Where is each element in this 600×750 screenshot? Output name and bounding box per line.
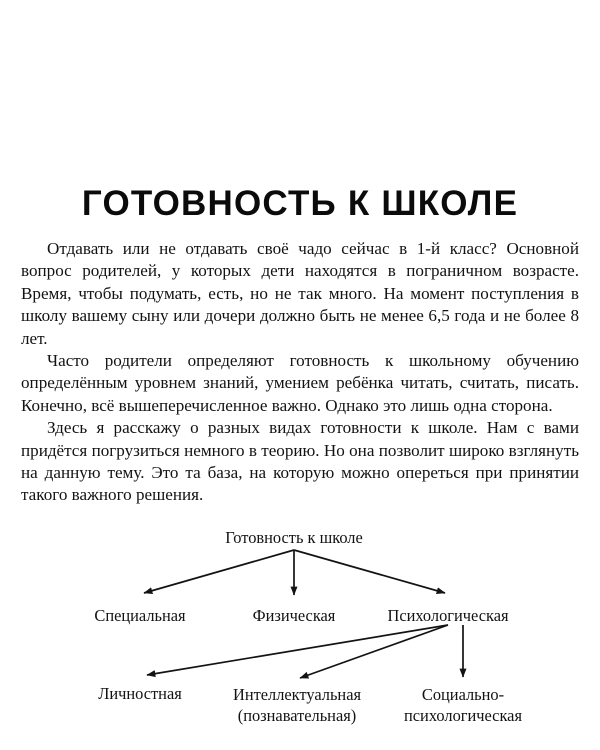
edge-psych-to-intellectual xyxy=(299,624,449,679)
paragraph-1: Отдавать или не отдавать своё чадо сейча… xyxy=(21,239,579,348)
diagram-node-social-psychological: Социально- психологическая xyxy=(404,684,522,726)
diagram-node-psychological: Психологическая xyxy=(387,606,509,625)
paragraph-3: Здесь я расскажу о разных видах готовнос… xyxy=(21,418,579,505)
page-title: ГОТОВНОСТЬ К ШКОЛЕ xyxy=(81,184,519,224)
diagram-node-intellectual-line2: (познавательная) xyxy=(237,706,357,725)
edge-psych-to-personal xyxy=(146,624,449,678)
diagram-arrows xyxy=(143,549,467,679)
diagram-node-intellectual-line1: Интеллектуальная xyxy=(232,685,362,704)
diagram-node-social-line2: психологическая xyxy=(404,706,522,725)
diagram-node-social-line1: Социально- xyxy=(421,685,505,704)
edge-root-to-psychological xyxy=(293,549,446,595)
readiness-tree-diagram: Готовность к школе Специальная Физическа… xyxy=(0,520,600,735)
edge-root-to-special xyxy=(143,549,295,595)
paragraph-2: Часто родители определяют готовность к ш… xyxy=(21,351,579,415)
diagram-node-physical: Физическая xyxy=(252,606,336,625)
diagram-node-root: Готовность к школе xyxy=(225,528,363,547)
diagram-node-special: Специальная xyxy=(94,606,186,625)
diagram-node-personal: Личностная xyxy=(98,684,182,703)
body-text: Отдавать или не отдавать своё чадо сейча… xyxy=(21,238,579,507)
diagram-node-intellectual: Интеллектуальная (познавательная) xyxy=(233,684,361,726)
